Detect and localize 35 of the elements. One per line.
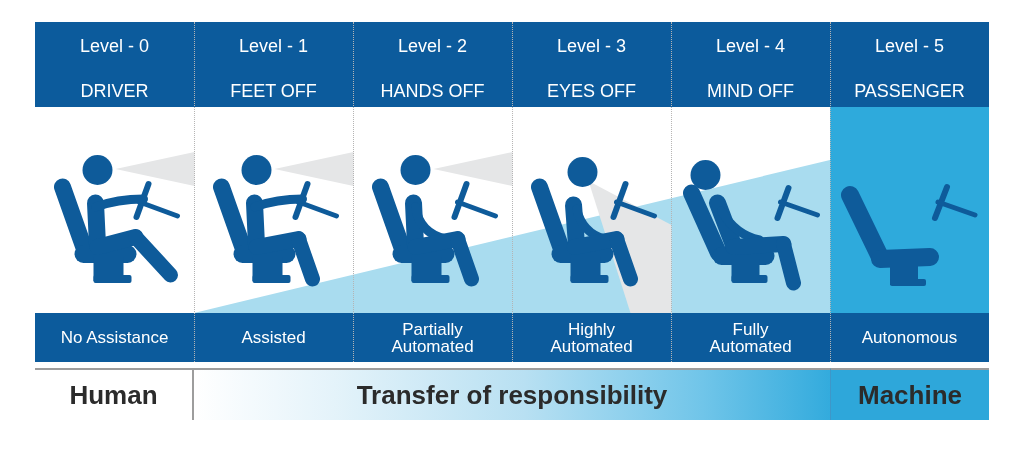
level-title: DRIVER: [80, 81, 149, 101]
responsibility-label: Transfer of responsibility: [356, 380, 668, 410]
level-number: Level - 3: [557, 36, 626, 56]
level-number: Level - 1: [239, 36, 308, 56]
level-title: EYES OFF: [547, 81, 636, 101]
automation-label: No Assistance: [60, 329, 169, 346]
responsibility-label: Human: [69, 380, 158, 410]
level-header: [512, 22, 671, 107]
level-header: [830, 22, 989, 107]
level-number: Level - 4: [716, 36, 785, 56]
responsibility-label: Machine: [858, 380, 962, 410]
automation-band: [671, 313, 830, 362]
level-header: [35, 22, 194, 107]
automation-band: [353, 313, 512, 362]
level-header: [671, 22, 830, 107]
level-number: Level - 2: [398, 36, 467, 56]
level-number: Level - 0: [80, 36, 149, 56]
level-title: PASSENGER: [854, 81, 965, 101]
automation-label: Highly Automated: [550, 320, 633, 355]
automation-band: [512, 313, 671, 362]
level-number: Level - 5: [875, 36, 944, 56]
level-header: [194, 22, 353, 107]
responsibility-panel: [830, 368, 989, 420]
responsibility-panel: [194, 368, 830, 420]
level-title: HANDS OFF: [380, 81, 485, 101]
automation-band: [194, 313, 353, 362]
automation-label: Fully Automated: [709, 320, 792, 355]
automation-band: [830, 313, 989, 362]
level-title: MIND OFF: [707, 81, 794, 101]
level-header: [353, 22, 512, 107]
level-title: FEET OFF: [230, 81, 317, 101]
automation-band: [35, 313, 194, 362]
automation-label: Autonomous: [861, 329, 958, 346]
automation-label: Partially Automated: [391, 320, 474, 355]
automation-label: Assisted: [241, 329, 306, 346]
